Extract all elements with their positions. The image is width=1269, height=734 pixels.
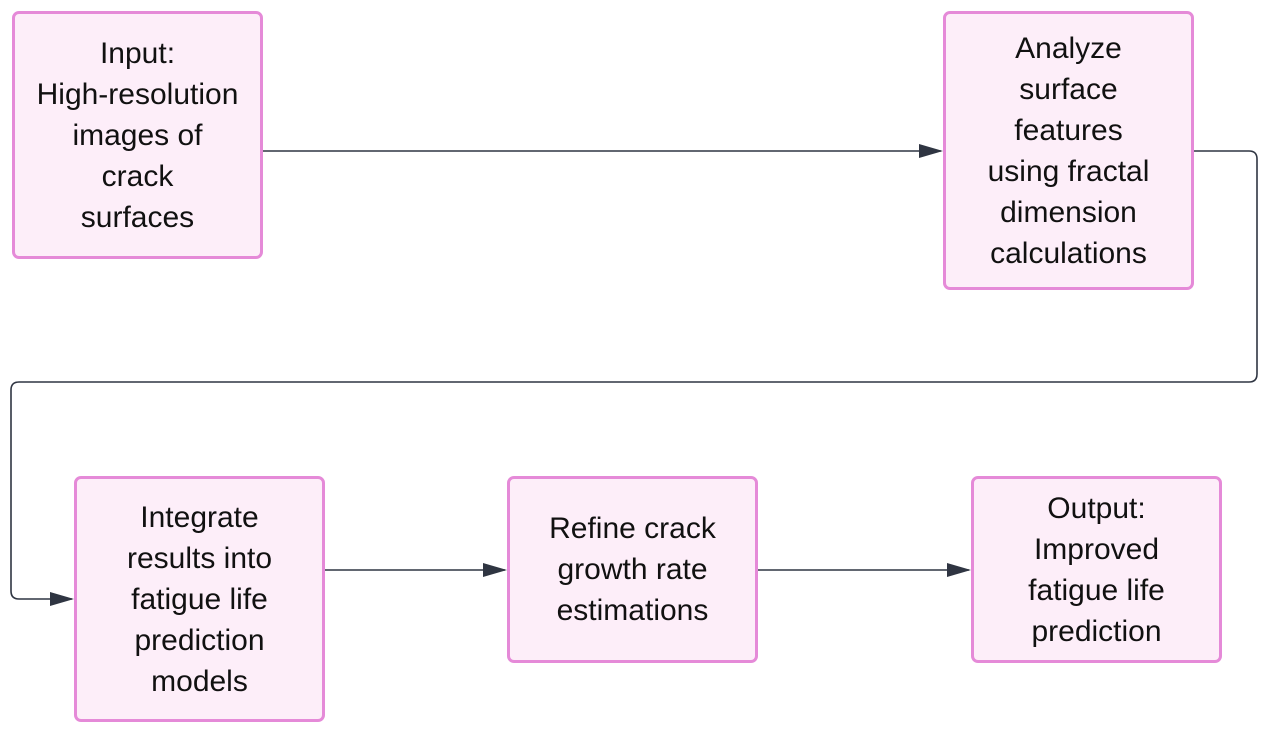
node-text-line: dimension	[1000, 195, 1137, 229]
node-input: Input: High-resolution images of crack s…	[12, 11, 263, 259]
node-text-line: surfaces	[80, 200, 195, 234]
connector-analyze-to-integrate	[10, 150, 1258, 606]
node-text-line: growth rate	[557, 553, 708, 586]
node-text-line: High-resolution	[36, 77, 239, 111]
node-refine: Refine crack growth rate estimations	[507, 476, 758, 663]
node-text-line: Output:	[1047, 491, 1146, 525]
node-text-line: images of	[72, 118, 203, 152]
node-analyze: Analyze surface features using fractal d…	[943, 11, 1194, 290]
node-text-line: surface	[1019, 72, 1118, 106]
node-text-line: Integrate	[140, 500, 259, 534]
node-integrate: Integrate results into fatigue life pred…	[74, 476, 325, 722]
node-text-line: using fractal	[987, 154, 1150, 188]
node-text-line: crack	[101, 159, 174, 193]
node-text-line: prediction	[134, 623, 265, 657]
node-output: Output: Improved fatigue life prediction	[971, 476, 1222, 663]
node-text-line: estimations	[556, 594, 709, 627]
node-text-line: calculations	[990, 236, 1147, 270]
node-text-line: prediction	[1031, 614, 1162, 648]
node-text-line: results into	[126, 541, 273, 575]
node-text-line: models	[151, 664, 248, 698]
node-text-line: Analyze	[1015, 31, 1122, 65]
node-text-line: fatigue life	[131, 582, 268, 616]
node-text-line: Input:	[99, 36, 176, 70]
node-text-line: fatigue life	[1028, 573, 1165, 607]
node-text-line: Improved	[1033, 532, 1160, 566]
node-text-line: features	[1014, 113, 1123, 147]
node-text-line: Refine crack	[549, 512, 716, 545]
